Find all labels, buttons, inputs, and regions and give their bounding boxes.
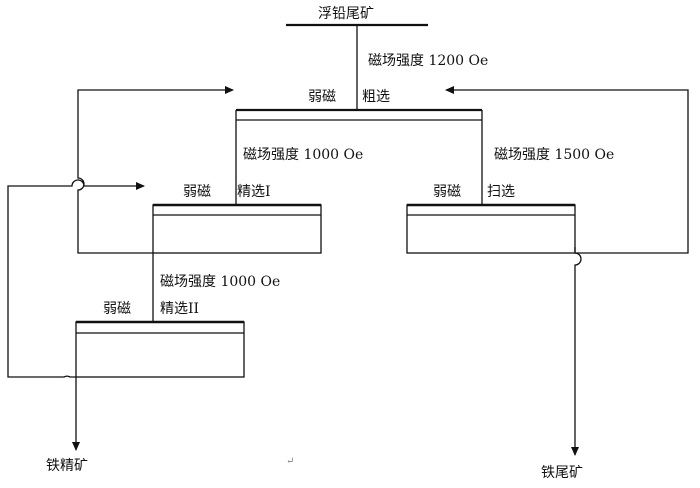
cleaner1-recycle-line [77,86,234,254]
cleaner2-field-label: 磁场强度 1000 Oe [160,274,281,290]
paragraph-mark: ↵ [286,456,295,467]
cleaner2-recycle-line [7,179,145,378]
scavenger-stage-label: 扫选 [487,184,515,200]
concentrate-label: 铁精矿 [46,458,88,474]
cleaner2-box [75,321,245,378]
scavenger-box [406,204,576,254]
tailings-line [571,247,582,456]
rougher-stage-label: 粗选 [362,89,390,105]
cleaner1-field-label: 磁场强度 1000 Oe [243,147,364,163]
feed-label: 浮铅尾矿 [318,6,374,22]
cleaner1-type-label: 弱磁 [183,184,211,200]
cleaner1-stage-label: 精选I [237,184,271,200]
cleaner1-box [152,204,322,254]
rougher-field-label: 磁场强度 1200 Oe [368,53,489,69]
scavenger-type-label: 弱磁 [433,184,461,200]
rougher-type-label: 弱磁 [308,89,336,105]
cleaner2-type-label: 弱磁 [103,301,131,317]
scavenger-field-label: 磁场强度 1500 Oe [494,147,615,163]
cleaner2-stage-label: 精选II [160,301,200,317]
tailings-label: 铁尾矿 [541,465,583,481]
scavenger-recycle-line [445,86,689,254]
